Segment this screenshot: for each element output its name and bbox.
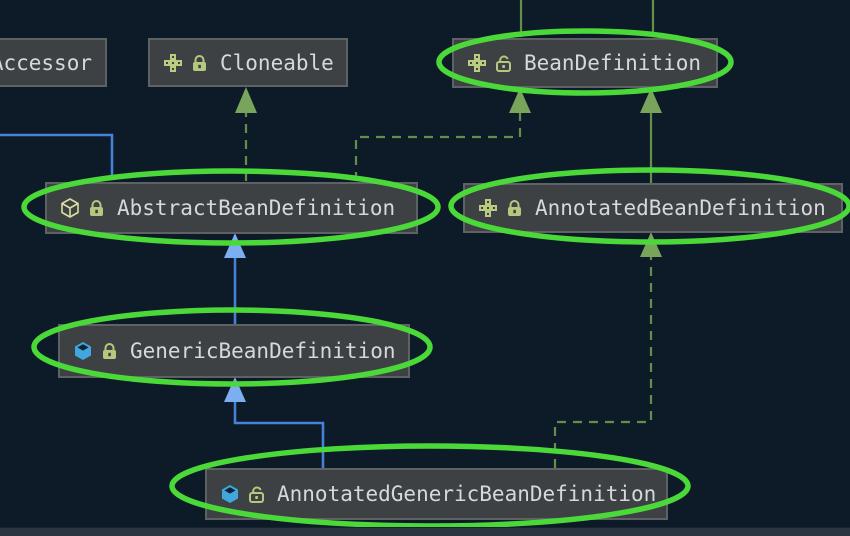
edge-genericbeandefinition-extends-abstractbeandefinition[interactable]	[224, 233, 246, 324]
interface-icon	[163, 53, 183, 73]
node-generic-bean-definition[interactable]: GenericBeanDefinition	[58, 324, 410, 378]
node-annotated-bean-definition[interactable]: AnnotatedBeanDefinition	[463, 183, 843, 233]
edge-annotatedbeandefinition-extends-beandefinition[interactable]	[640, 88, 662, 183]
node-annotated-generic-bean-definition[interactable]: AnnotatedGenericBeanDefinition	[205, 468, 668, 520]
edge-annotatedgenericbeandefinition-extends-genericbeandefinition[interactable]	[224, 377, 325, 468]
node-abstract-bean-definition-label: AbstractBeanDefinition	[117, 196, 396, 220]
node-generic-bean-definition-label: GenericBeanDefinition	[130, 339, 396, 363]
edge-abstractbeandefinition-implements-cloneable[interactable]	[235, 87, 257, 181]
lock-closed-icon	[192, 54, 207, 72]
node-accessor-label: Accessor	[0, 50, 92, 75]
lock-open-icon	[249, 485, 264, 503]
horizontal-scrollbar[interactable]	[0, 527, 850, 536]
class-icon	[73, 341, 93, 361]
node-cloneable[interactable]: Cloneable	[148, 38, 348, 87]
node-annotated-bean-definition-label: AnnotatedBeanDefinition	[535, 196, 826, 220]
lock-closed-icon	[89, 199, 104, 217]
abstract-class-icon	[60, 198, 80, 218]
node-bean-definition-label: BeanDefinition	[524, 51, 702, 75]
edge-offscreen-left-abstractbeandefinition[interactable]	[0, 133, 114, 180]
node-annotated-generic-bean-definition-label: AnnotatedGenericBeanDefinition	[277, 482, 657, 506]
node-accessor[interactable]: Accessor	[0, 38, 107, 87]
lock-closed-icon	[102, 342, 117, 360]
lock-closed-icon	[507, 199, 522, 217]
class-icon	[220, 484, 240, 504]
interface-icon	[478, 198, 498, 218]
edge-abstractbeandefinition-implements-beandefinition[interactable]	[354, 88, 531, 181]
interface-icon	[467, 53, 487, 73]
node-abstract-bean-definition[interactable]: AbstractBeanDefinition	[45, 182, 418, 234]
node-cloneable-label: Cloneable	[220, 50, 334, 75]
lock-open-icon	[496, 54, 511, 72]
node-bean-definition[interactable]: BeanDefinition	[452, 38, 718, 88]
edge-beandefinition-offscreen-top[interactable]	[519, 0, 655, 37]
edge-annotatedgenericbeandefinition-implements-annotatedbeandefinition[interactable]	[553, 232, 662, 468]
